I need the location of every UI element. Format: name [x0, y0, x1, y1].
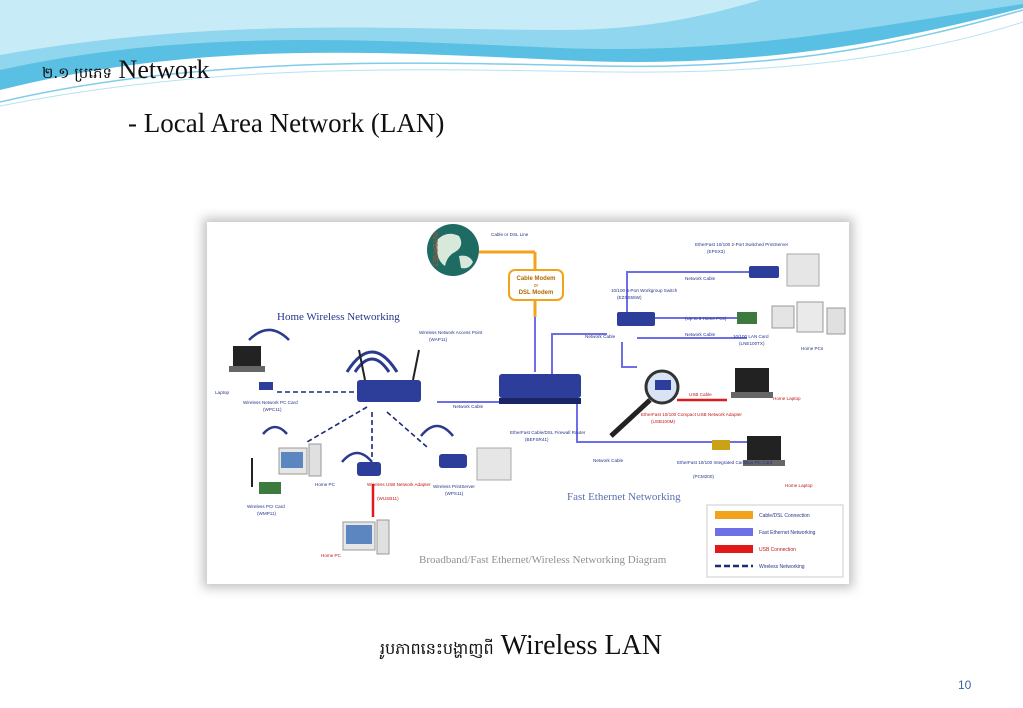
- wireless-pci-icon: [251, 425, 288, 494]
- switch-icon: [617, 312, 655, 326]
- wireless-print-model: (WPS11): [445, 491, 464, 496]
- heading-word: Network: [118, 55, 210, 84]
- home-laptop-2-icon: [743, 436, 785, 466]
- modem-line3: DSL Modem: [519, 290, 554, 296]
- wireless-print-label: Wireless PrintServer: [433, 484, 475, 489]
- modem-box: [508, 269, 564, 301]
- cardbus-label: EtherFast 10/100 Integrated CardBus PC C…: [677, 460, 773, 465]
- legend-label: Wireless Networking: [759, 564, 805, 570]
- home-laptop-label-2: Home Laptop: [785, 483, 813, 488]
- internet-label: INTERNET: [431, 232, 438, 268]
- cardbus-icon: [712, 440, 730, 450]
- modem-line1: Cable Modem: [516, 276, 555, 282]
- home-pcs-icon: [771, 301, 846, 335]
- wireless-pc-card-label: Wireless Network PC Card: [243, 400, 298, 405]
- laptop-label: Laptop: [215, 390, 229, 395]
- lan-card-icon: [737, 312, 757, 324]
- wireless-pci-model: (WMP11): [257, 511, 277, 516]
- wireless-usb-model: (WUSB11): [377, 496, 399, 501]
- home-wireless-title: Home Wireless Networking: [277, 311, 400, 323]
- cardbus-model: (PCM200): [693, 474, 714, 479]
- switch-model: (EZXS55W): [617, 295, 642, 300]
- home-laptop-icon: [731, 368, 773, 398]
- home-pc-icon: [278, 443, 322, 477]
- usb-adapter-label: EtherFast 10/100 Compact USB Network Ada…: [641, 412, 742, 417]
- network-cable-label-2: Network Cable: [585, 334, 616, 339]
- fast-ethernet-title: Fast Ethernet Networking: [567, 491, 681, 503]
- wireless-usb-icon: [341, 451, 381, 476]
- home-pc-2-icon: [342, 519, 390, 555]
- slide-heading: ២.១ ប្រភេទ Network: [42, 55, 210, 86]
- legend-swatch: [715, 545, 753, 553]
- home-pcs-label: Home PCs: [801, 346, 824, 351]
- network-cable-label-5: Network Cable: [593, 458, 624, 463]
- usb-adapter-icon: [609, 369, 680, 438]
- diagram-bottom-title: Broadband/Fast Ethernet/Wireless Network…: [419, 554, 667, 566]
- print-server-icon: [749, 266, 779, 278]
- legend-swatch: [715, 511, 753, 519]
- lan-card-model: (LNE100TX): [739, 341, 765, 346]
- legend-label: USB Connection: [759, 547, 796, 553]
- access-point-icon: [345, 349, 421, 402]
- network-cable-label-3: Network Cable: [685, 276, 716, 281]
- print-server-label: EtherFast 10/100 2-Port Switched PrintSe…: [695, 242, 789, 247]
- network-diagram: INTERNET Cable or DSL Line Cable Modem o…: [207, 222, 849, 584]
- router-model: (BEFSR41): [525, 437, 549, 442]
- modem-line2: or: [534, 283, 539, 289]
- caption-khmer: រូបភាពនេះបង្ហាញពី: [380, 639, 494, 658]
- legend-swatch: [715, 528, 753, 536]
- wireless-pc-card-model: (WPC11): [263, 407, 282, 412]
- print-server-model: (EPSX3): [707, 249, 725, 254]
- access-point-label: Wireless Network Access Point: [419, 330, 483, 335]
- switch-label: 10/100 5-Port Workgroup Switch: [611, 288, 678, 293]
- router-label: EtherFast Cable/DSL Firewall Router: [510, 430, 586, 435]
- home-pc-label-1: Home PC: [315, 482, 336, 487]
- home-laptop-label-1: Home Laptop: [773, 396, 801, 401]
- usb-adapter-model: (USB100M): [651, 419, 675, 424]
- router-icon: [499, 374, 581, 404]
- wireless-print-server-icon: [420, 424, 512, 481]
- legend-label: Fast Ethernet Networking: [759, 530, 816, 536]
- home-pc-label-2: Home PC: [321, 553, 342, 558]
- caption-english: Wireless LAN: [500, 630, 663, 661]
- page-number: 10: [958, 678, 972, 692]
- up-to-5-label: (Up to 5 Home PCs): [685, 316, 727, 321]
- internet-globe-icon: [427, 224, 479, 276]
- header-wave: [0, 0, 1023, 107]
- printer-icon: [786, 253, 820, 287]
- usb-cable-label: USB Cable: [689, 392, 712, 397]
- wireless-usb-label: Wireless USB Network Adapter: [367, 482, 431, 487]
- legend-label: Cable/DSL Connection: [759, 513, 810, 519]
- figure-caption: រូបភាពនេះបង្ហាញពី Wireless LAN: [380, 630, 662, 662]
- wireless-pci-label: Wireless PCI Card: [247, 504, 285, 509]
- cable-line-label: Cable or DSL Line: [491, 232, 529, 237]
- lan-card-label: 10/100 LAN Card: [733, 334, 769, 339]
- network-cable-label-4: Network Cable: [685, 332, 716, 337]
- heading-number: ២.១ ប្រភេទ: [42, 64, 113, 82]
- laptop-icon: [229, 328, 290, 390]
- network-cable-label-1: Network Cable: [453, 404, 484, 409]
- access-point-model: (WAP11): [429, 337, 448, 342]
- slide-subheading: - Local Area Network (LAN): [128, 108, 445, 138]
